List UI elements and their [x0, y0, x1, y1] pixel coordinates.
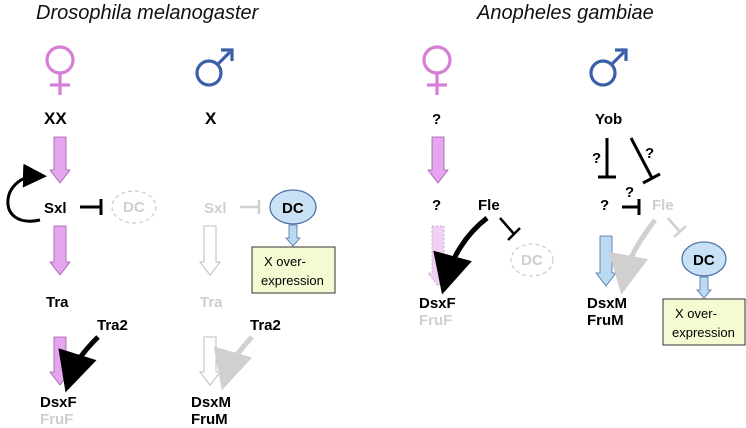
unknown-link-label: ? — [592, 150, 601, 167]
fle-label: Fle — [478, 197, 500, 214]
inhibition-symbol — [622, 199, 641, 215]
dc-active-ellipse — [269, 189, 317, 225]
tra2-label: Tra2 — [97, 317, 128, 334]
inhibition-symbol — [598, 138, 616, 179]
pink-arrow — [49, 136, 71, 184]
dc-label: DC — [123, 199, 145, 216]
box-line-2: expression — [261, 273, 324, 288]
female-symbol-icon — [45, 45, 75, 95]
hollow-arrow — [198, 225, 222, 276]
inhibition-symbol — [629, 137, 661, 185]
blue-arrow — [595, 235, 617, 287]
tra-label: Tra — [46, 294, 69, 311]
dc-inactive-ellipse — [111, 190, 157, 224]
pink-arrow — [49, 336, 71, 386]
sxl-inactive-label: Sxl — [204, 200, 227, 217]
dc-label: DC — [521, 252, 543, 269]
blue-arrow — [696, 276, 712, 299]
unknown-link-label: ? — [645, 145, 654, 162]
hollow-arrow — [198, 336, 222, 386]
tra2-arrow — [58, 335, 100, 393]
unknown-factor-label: ? — [432, 197, 441, 214]
title-drosophila: Drosophila melanogaster — [36, 2, 260, 24]
dc-label: DC — [693, 252, 715, 269]
x-overexpression-box — [251, 246, 336, 294]
fle-arrow — [433, 216, 489, 295]
yob-label: Yob — [595, 111, 622, 128]
box-line-2: expression — [672, 325, 735, 340]
autoregulation-loop-arrow — [6, 163, 47, 223]
pink-arrow — [49, 225, 71, 276]
chromosome-x-label: X — [205, 109, 217, 128]
frum-label: FruM — [587, 312, 624, 329]
male-symbol-icon — [195, 48, 234, 87]
dsxf-label: DsxF — [419, 295, 456, 312]
unknown-signal-label: ? — [432, 111, 441, 128]
dc-label: DC — [282, 200, 304, 217]
tra2-arrow-inactive — [213, 335, 254, 391]
dsxf-label: DsxF — [40, 394, 77, 411]
fruf-label: FruF — [40, 411, 73, 428]
dc-inactive-ellipse — [510, 243, 554, 277]
dc-active-ellipse — [681, 241, 727, 277]
sxl-label: Sxl — [44, 200, 67, 217]
inhibition-symbol-inactive — [240, 200, 261, 214]
title-anopheles: Anopheles gambiae — [476, 2, 654, 24]
inhibition-symbol — [80, 199, 103, 215]
tra2-label: Tra2 — [250, 317, 281, 334]
tra-inactive-label: Tra — [200, 294, 223, 311]
blue-arrow — [285, 224, 301, 247]
frum-label: FruM — [191, 411, 228, 428]
fruf-label: FruF — [419, 312, 452, 329]
x-overexpression-box — [662, 298, 746, 346]
inhibition-symbol-inactive — [667, 217, 687, 238]
male-symbol-icon — [589, 48, 628, 87]
box-line-1: X over- — [675, 306, 717, 321]
dsxm-label: DsxM — [191, 394, 231, 411]
female-symbol-icon — [422, 45, 452, 95]
pink-arrow — [427, 136, 449, 184]
unknown-link-label: ? — [625, 184, 634, 201]
dsxm-label: DsxM — [587, 295, 627, 312]
inhibition-symbol — [499, 217, 521, 241]
box-line-1: X over- — [264, 254, 306, 269]
unknown-factor-label: ? — [600, 197, 609, 214]
fle-arrow-inactive — [608, 218, 658, 295]
chromosome-xx-label: XX — [44, 109, 67, 128]
fle-inactive-label: Fle — [652, 197, 674, 214]
